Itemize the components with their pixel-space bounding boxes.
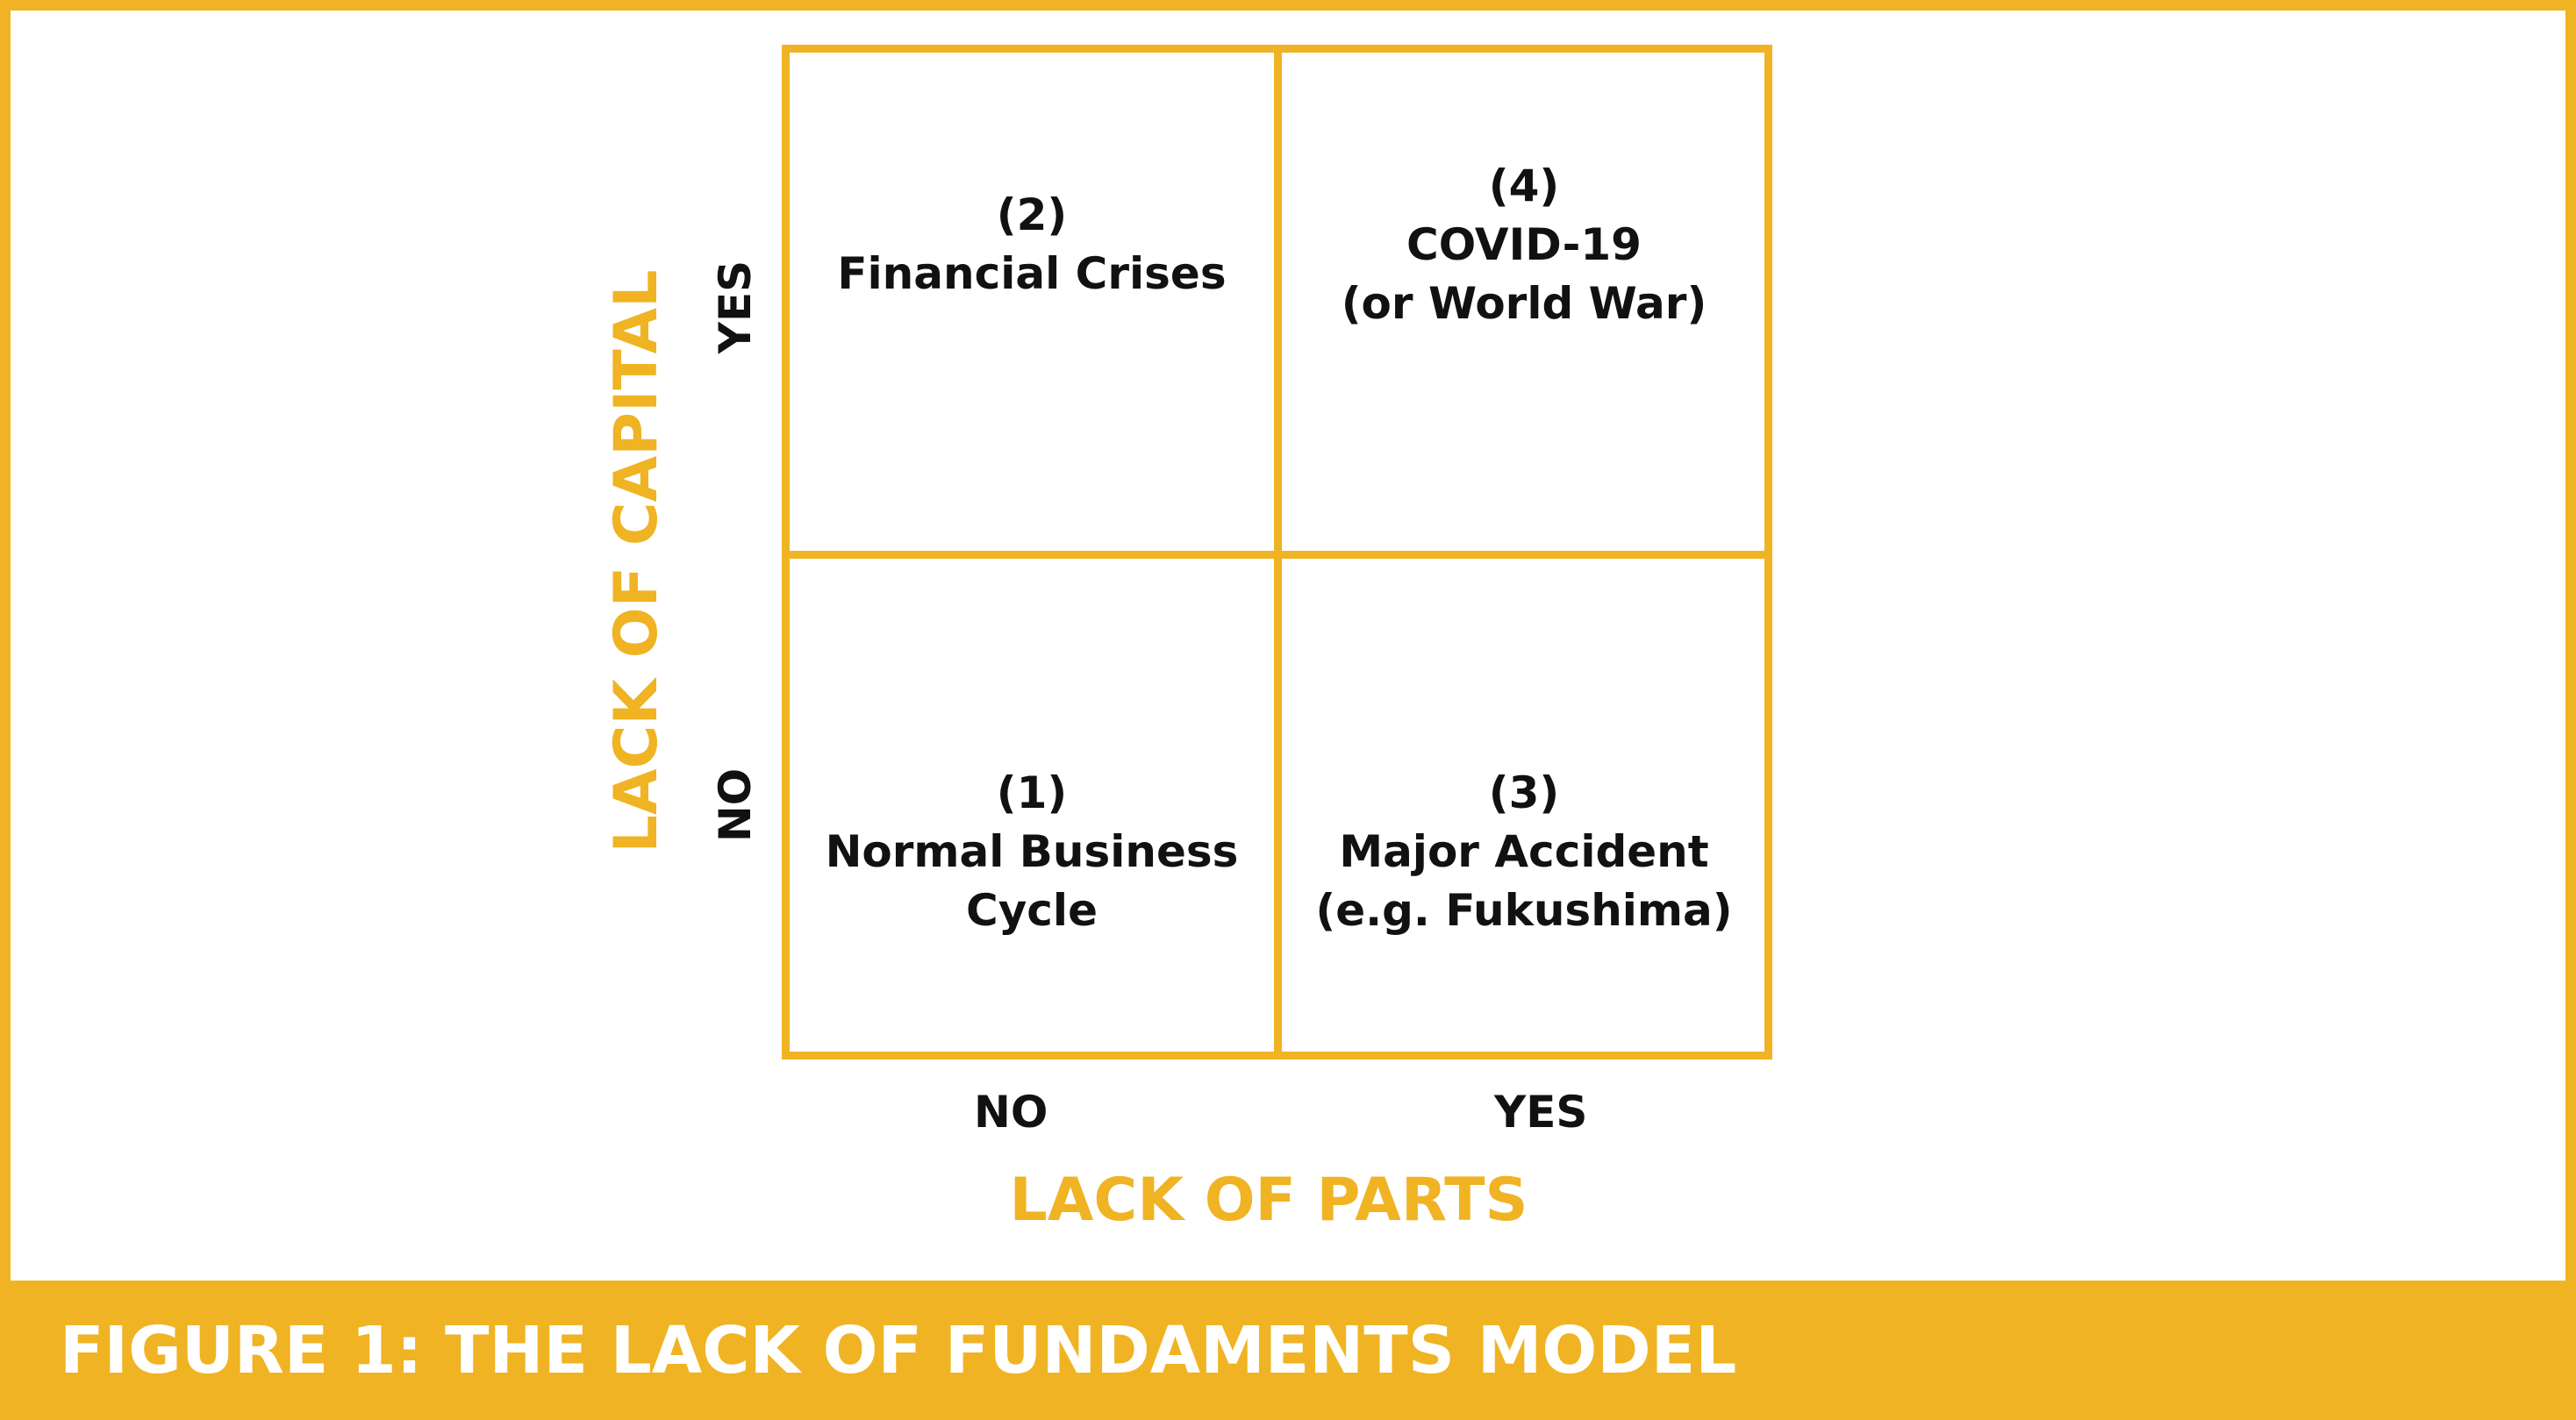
y-tick-yes: YES — [710, 260, 761, 354]
figure-caption: FIGURE 1: THE LACK OF FUNDAMENTS MODEL — [60, 1313, 1737, 1388]
frame-border-right — [2565, 0, 2576, 1281]
quadrant-line: (or World War) — [1341, 277, 1707, 329]
quadrant-line: Major Accident — [1339, 825, 1709, 877]
quadrant-bottom-left: (1) Normal Business Cycle — [790, 559, 1274, 1057]
quadrant-bottom-right: (3) Major Accident (e.g. Fukushima) — [1282, 559, 1766, 1057]
quadrant-top-left: (2) Financial Crises — [790, 53, 1274, 551]
quadrant-number: (3) — [1488, 767, 1560, 818]
y-axis-title: LACK OF CAPITAL — [602, 269, 671, 853]
caption-banner — [0, 1281, 2576, 1420]
frame-border-left — [0, 0, 11, 1281]
quadrant-line: COVID-19 — [1406, 218, 1642, 270]
x-tick-yes: YES — [1494, 1087, 1588, 1138]
quadrant-grid: (2) Financial Crises (4) COVID-19 (or Wo… — [782, 45, 1772, 1060]
quadrant-number: (1) — [996, 767, 1068, 818]
quadrant-number: (2) — [996, 189, 1068, 240]
quadrant-line: Cycle — [966, 884, 1098, 936]
frame-border-top — [0, 0, 2576, 11]
quadrant-number: (4) — [1488, 160, 1560, 211]
x-axis-title: LACK OF PARTS — [1009, 1166, 1528, 1235]
quadrant-line: Financial Crises — [837, 248, 1227, 299]
quadrant-label: (2) Financial Crises — [837, 186, 1226, 303]
grid-horizontal-divider — [790, 551, 1764, 559]
quadrant-label: (4) COVID-19 (or World War) — [1342, 157, 1707, 333]
quadrant-label: (3) Major Accident (e.g. Fukushima) — [1315, 764, 1732, 940]
y-tick-no: NO — [710, 767, 761, 843]
x-tick-no: NO — [974, 1087, 1048, 1138]
quadrant-label: (1) Normal Business Cycle — [826, 764, 1239, 940]
quadrant-line: (e.g. Fukushima) — [1315, 884, 1733, 936]
quadrant-line: Normal Business — [825, 825, 1239, 877]
quadrant-top-right: (4) COVID-19 (or World War) — [1282, 53, 1766, 551]
